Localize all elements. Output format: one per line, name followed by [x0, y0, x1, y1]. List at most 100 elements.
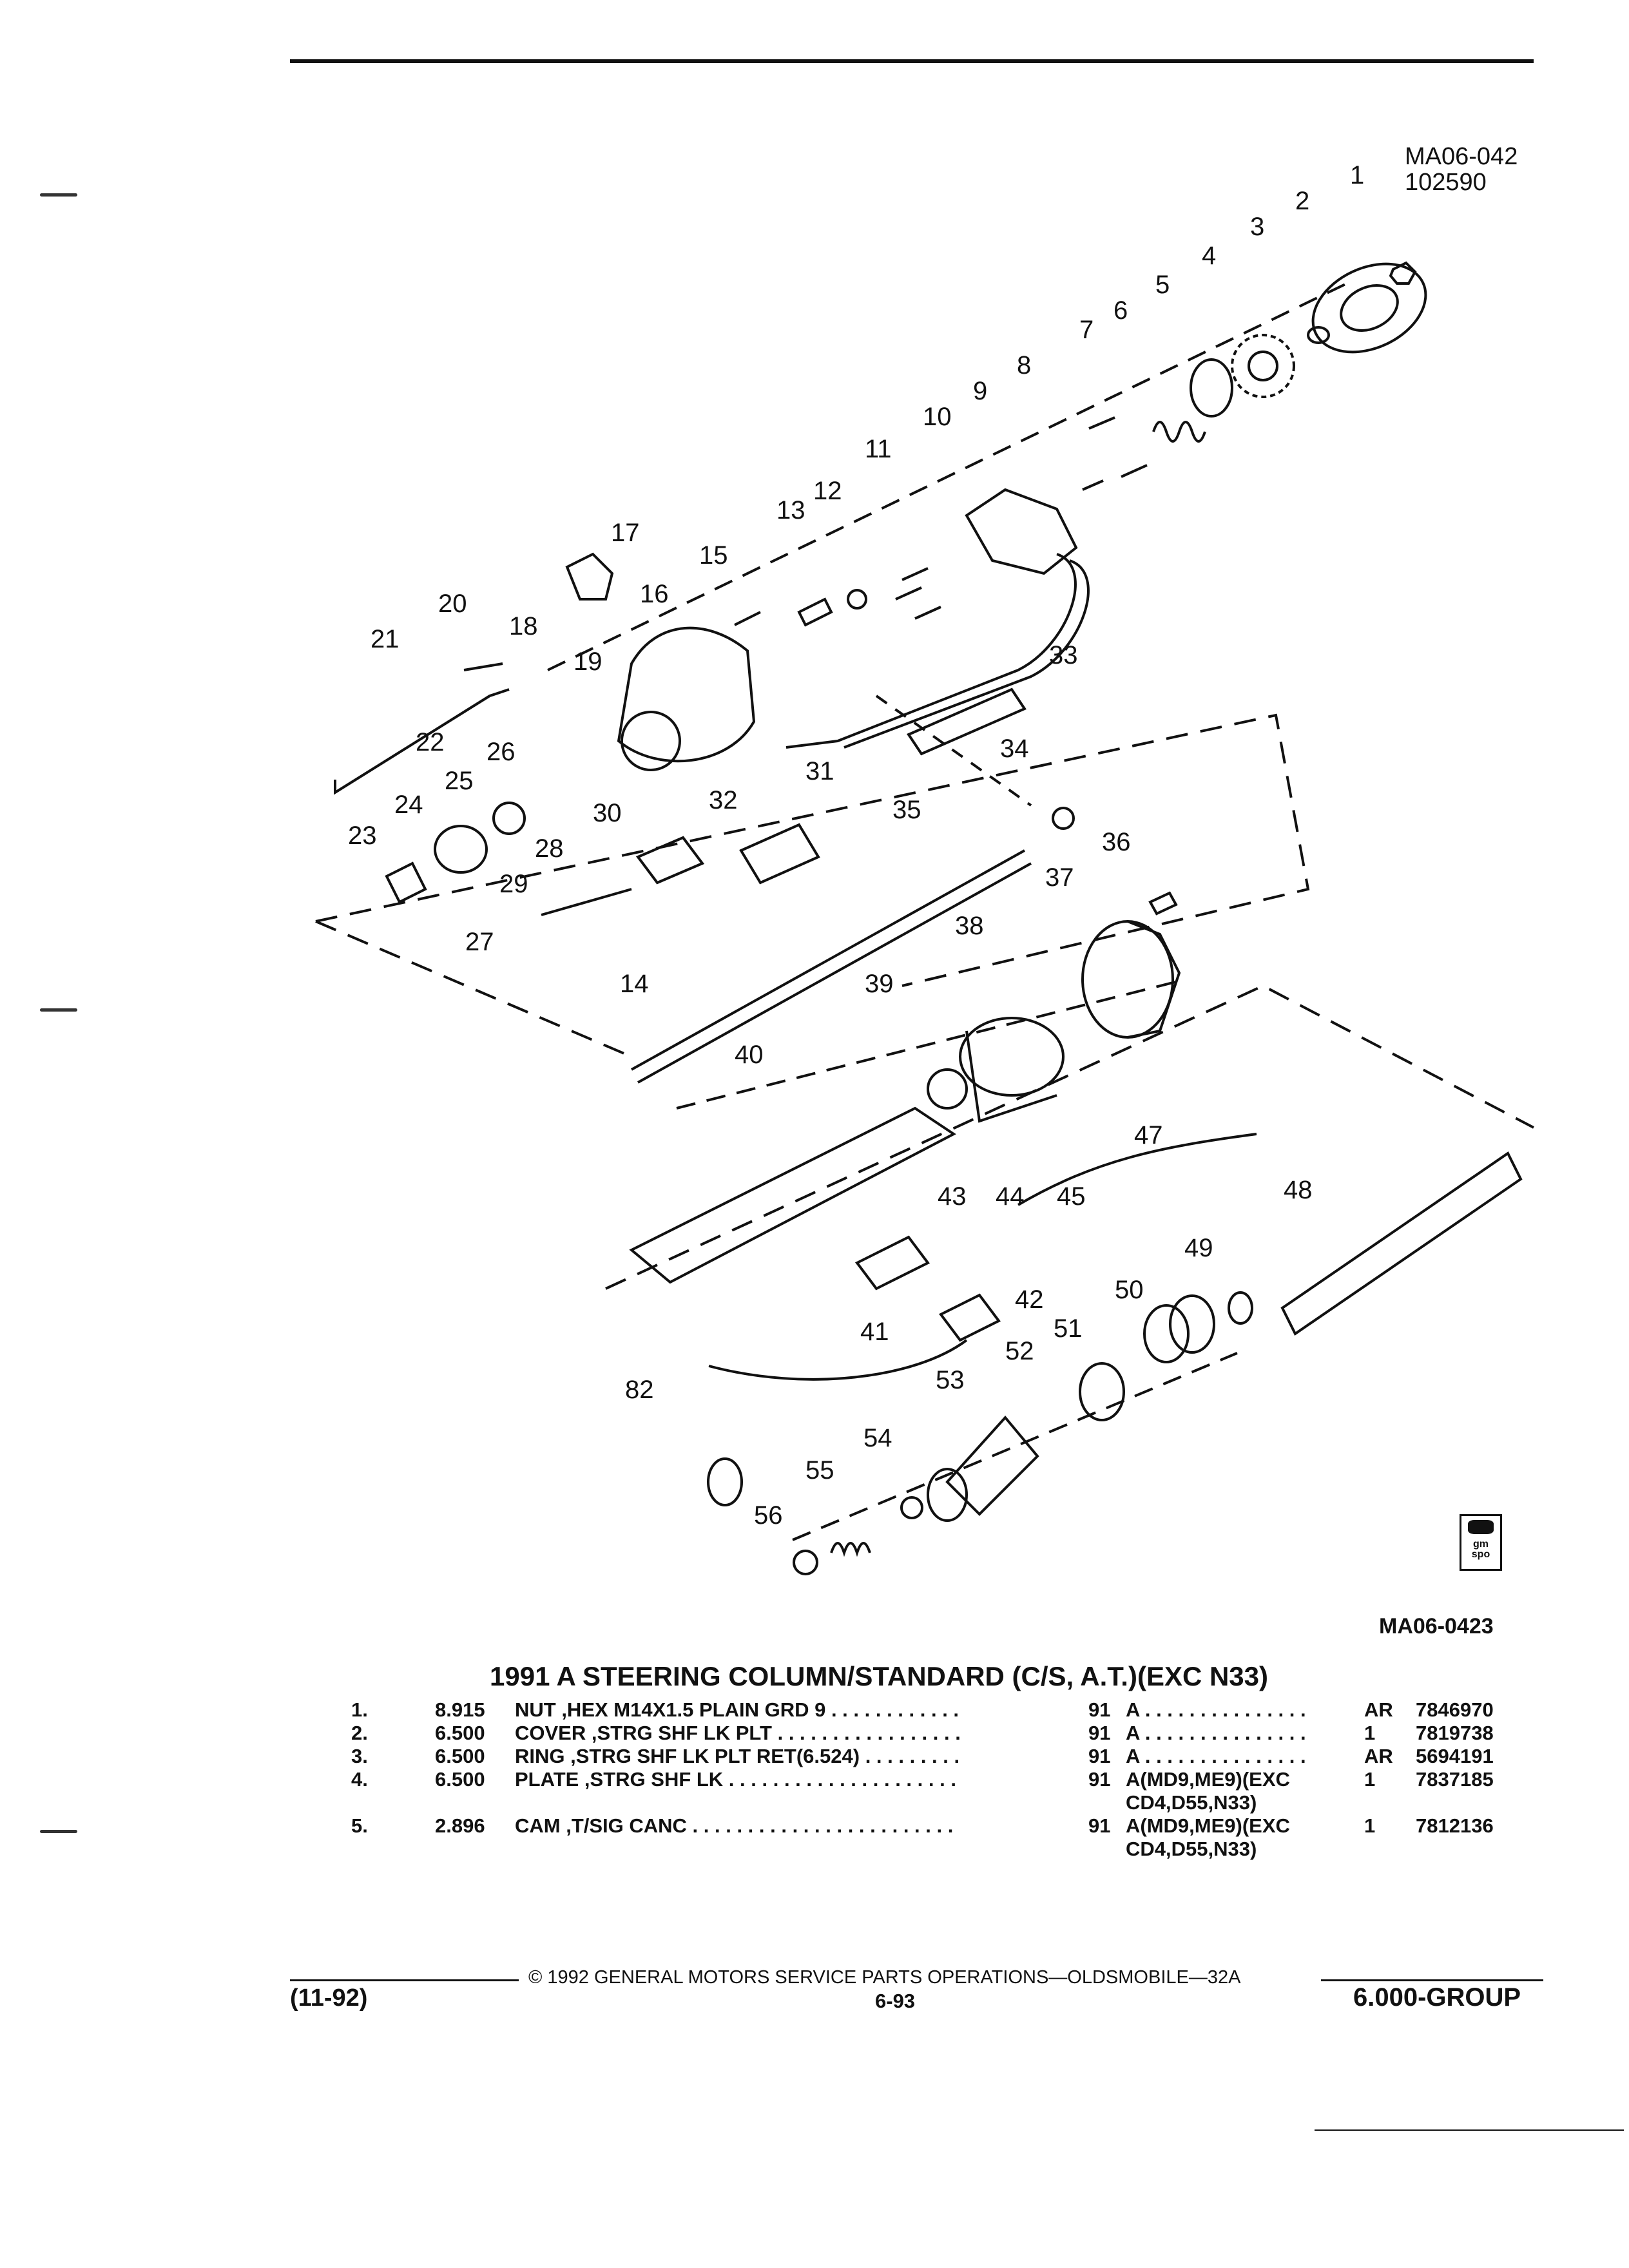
part-55-spring: [830, 1542, 871, 1557]
part-2-cover: [1311, 262, 1427, 354]
part-36-spring: [1148, 891, 1178, 916]
callout-label: 45: [1057, 1182, 1086, 1211]
callout-label: 53: [936, 1366, 965, 1394]
part-3-ring: [1307, 326, 1330, 344]
model-year: 91: [1088, 1768, 1111, 1791]
callout-label: 11: [865, 435, 892, 463]
parts-table: 1. 8.915 NUT ,HEX M14X1.5 PLAIN GRD 9 . …: [351, 1698, 1506, 1861]
bottom-rule: [1315, 2129, 1624, 2131]
part-50-rings: [1143, 1304, 1190, 1363]
logo-text: gm spo: [1471, 1539, 1490, 1560]
callout-label: 9: [973, 377, 987, 405]
callout-label: 40: [735, 1041, 764, 1069]
part-number: 5694191: [1416, 1745, 1494, 1767]
part-11-screw: [901, 567, 929, 581]
table-row: 3. 6.500 RING ,STRG SHF LK PLT RET(6.524…: [351, 1745, 1506, 1768]
callout-label: 24: [394, 791, 423, 819]
footer-copyright: © 1992 GENERAL MOTORS SERVICE PARTS OPER…: [528, 1967, 1241, 1988]
part-37-housing: [1081, 920, 1174, 1039]
part-12-washer: [847, 589, 867, 610]
quantity: 1: [1364, 1768, 1376, 1791]
callout-label: 47: [1134, 1121, 1163, 1149]
part-54-washer: [900, 1496, 923, 1519]
gm-spo-logo: gm spo: [1460, 1514, 1502, 1571]
part-5-cam: [1190, 358, 1233, 418]
part-47-wire: [1017, 1133, 1257, 1206]
item-number: 5.: [351, 1814, 368, 1837]
model-year: 91: [1088, 1722, 1111, 1744]
part-7-screw: [1088, 416, 1115, 430]
part-20-clip: [463, 662, 503, 671]
part-13-part: [797, 597, 833, 627]
callout-labels: 1 2 3 4 5 6 7 8 9 10 11 12 13 14 15 16 1…: [348, 161, 1364, 1530]
part-56-ring: [793, 1550, 818, 1575]
part-description: NUT ,HEX M14X1.5 PLAIN GRD 9 . . . . . .…: [515, 1698, 959, 1721]
callout-label: 56: [754, 1501, 783, 1530]
axis-dashed-line: [547, 282, 1347, 671]
group-number: 6.500: [435, 1745, 485, 1767]
callout-label: 22: [416, 728, 445, 756]
callout-label: 33: [1049, 641, 1078, 669]
item-number: 2.: [351, 1722, 368, 1744]
callout-label: 2: [1295, 187, 1309, 215]
table-row: 1. 8.915 NUT ,HEX M14X1.5 PLAIN GRD 9 . …: [351, 1698, 1506, 1722]
footer-group: 6.000-GROUP: [1353, 1983, 1521, 2012]
application-line: CD4,D55,N33): [1126, 1838, 1257, 1860]
catalog-title: 1991 A STEERING COLUMN/STANDARD (C/S, A.…: [490, 1661, 1269, 1691]
item-number: 1.: [351, 1698, 368, 1721]
callout-label: 32: [709, 786, 738, 814]
part-15-screw: [734, 611, 761, 626]
application: A . . . . . . . . . . . . . . .: [1126, 1722, 1306, 1744]
part-35-shaft: [631, 849, 1025, 1071]
callout-label: 25: [445, 767, 474, 795]
table-row: 4. 6.500 PLATE ,STRG SHF LK . . . . . . …: [351, 1768, 1506, 1814]
part-30-switch: [635, 836, 705, 885]
callout-label: 37: [1045, 863, 1074, 892]
footer-rule-right: [1321, 1979, 1543, 1981]
callout-label: 8: [1017, 351, 1031, 380]
callout-label: 38: [955, 912, 984, 940]
part-24-sleeve: [434, 825, 488, 874]
part-82-ring: [707, 1457, 743, 1506]
callout-label: 5: [1155, 271, 1170, 299]
quantity: 1: [1364, 1722, 1376, 1744]
part-43-switch: [854, 1235, 930, 1291]
axis-dashed-line: [792, 1352, 1238, 1541]
exploded-parts-diagram: 1 2 3 4 5 6 7 8 9 10 11 12 13 14 15 16 1…: [315, 161, 1534, 1575]
callout-label: 82: [625, 1376, 654, 1404]
callout-label: 26: [487, 738, 516, 766]
callout-label: 34: [1000, 735, 1029, 763]
callout-label: 20: [438, 590, 467, 618]
part-33-bracket: [907, 687, 1027, 756]
group-number: 6.500: [435, 1722, 485, 1744]
callout-label: 52: [1005, 1337, 1034, 1365]
margin-mark: [40, 193, 77, 197]
callout-label: 7: [1079, 316, 1094, 344]
upper-assembly-outline: [315, 713, 1310, 987]
part-number: 7837185: [1416, 1768, 1494, 1791]
callout-label: 29: [499, 870, 528, 898]
callout-label: 41: [860, 1318, 889, 1346]
part-description: PLATE ,STRG SHF LK . . . . . . . . . . .…: [515, 1768, 956, 1791]
part-53-adapter: [945, 1415, 1039, 1516]
callout-label: 23: [348, 822, 377, 850]
wire-harness: [708, 1339, 968, 1381]
part-1-nut: [1389, 261, 1417, 285]
model-year: 91: [1088, 1814, 1111, 1837]
table-row: 2. 6.500 COVER ,STRG SHF LK PLT . . . . …: [351, 1722, 1506, 1745]
callout-label: 50: [1115, 1276, 1144, 1304]
callout-label: 30: [593, 799, 622, 827]
callout-label: 39: [865, 970, 894, 998]
callout-label: 1: [1350, 161, 1364, 189]
callout-label: 51: [1054, 1314, 1083, 1343]
callout-label: 21: [371, 625, 400, 653]
application-line: A(MD9,ME9)(EXC: [1126, 1814, 1290, 1837]
part-31-bracket: [739, 823, 820, 885]
callout-label: 17: [611, 519, 640, 547]
application: A(MD9,ME9)(EXC CD4,D55,N33): [1126, 1768, 1364, 1814]
part-7-screw: [1121, 464, 1148, 478]
callout-label: 4: [1202, 242, 1216, 270]
footer-rule-left: [290, 1979, 519, 1981]
callout-label: 54: [863, 1424, 892, 1452]
callout-label: 48: [1284, 1176, 1313, 1204]
